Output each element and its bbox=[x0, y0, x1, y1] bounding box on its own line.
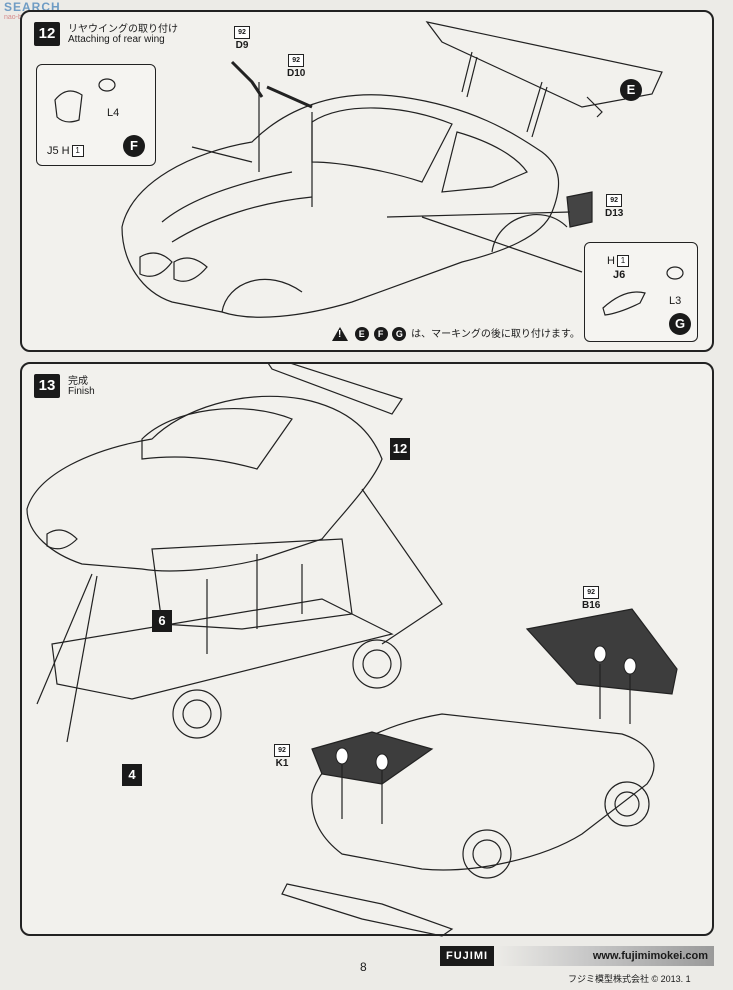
ref-step-4: 4 bbox=[122, 764, 142, 786]
warning-icon bbox=[332, 327, 348, 342]
page-number: 8 bbox=[360, 960, 367, 974]
ref-tag-e: E bbox=[620, 79, 642, 101]
step-title-jp: 完成 bbox=[68, 376, 88, 387]
step-13-panel: 13 完成 Finish bbox=[20, 362, 714, 937]
step-title-en: Finish bbox=[68, 386, 95, 397]
step-title-en: Attaching of rear wing bbox=[68, 34, 165, 45]
part-l4: L4 bbox=[107, 107, 120, 119]
footer-url[interactable]: www.fujimimokei.com bbox=[496, 946, 714, 966]
inset-f-parts bbox=[54, 78, 116, 123]
finish-assembly-line-art bbox=[26, 364, 678, 937]
step-12-panel: 12 リヤウイングの取り付け Attaching of rear wing bbox=[20, 10, 714, 352]
ref-tag-f: F bbox=[123, 135, 145, 157]
fujimi-logo: FUJIMI bbox=[440, 946, 495, 966]
ref-step-6: 6 bbox=[152, 610, 172, 632]
car-body-line-art bbox=[121, 21, 663, 318]
step-title-jp: リヤウイングの取り付け bbox=[68, 24, 178, 35]
inset-g-parts bbox=[602, 266, 684, 316]
step-number: 13 bbox=[34, 374, 60, 398]
part-l3: L3 bbox=[669, 295, 682, 307]
copyright: フジミ模型株式会社 © 2013. 1 bbox=[568, 974, 691, 984]
part-j6: J6 bbox=[613, 269, 626, 281]
step-number: 12 bbox=[34, 22, 60, 46]
ref-step-12: 12 bbox=[390, 438, 410, 460]
assembly-notice: E F G は、マーキングの後に取り付けます。 bbox=[332, 325, 580, 342]
ref-tag-g: G bbox=[669, 313, 691, 335]
